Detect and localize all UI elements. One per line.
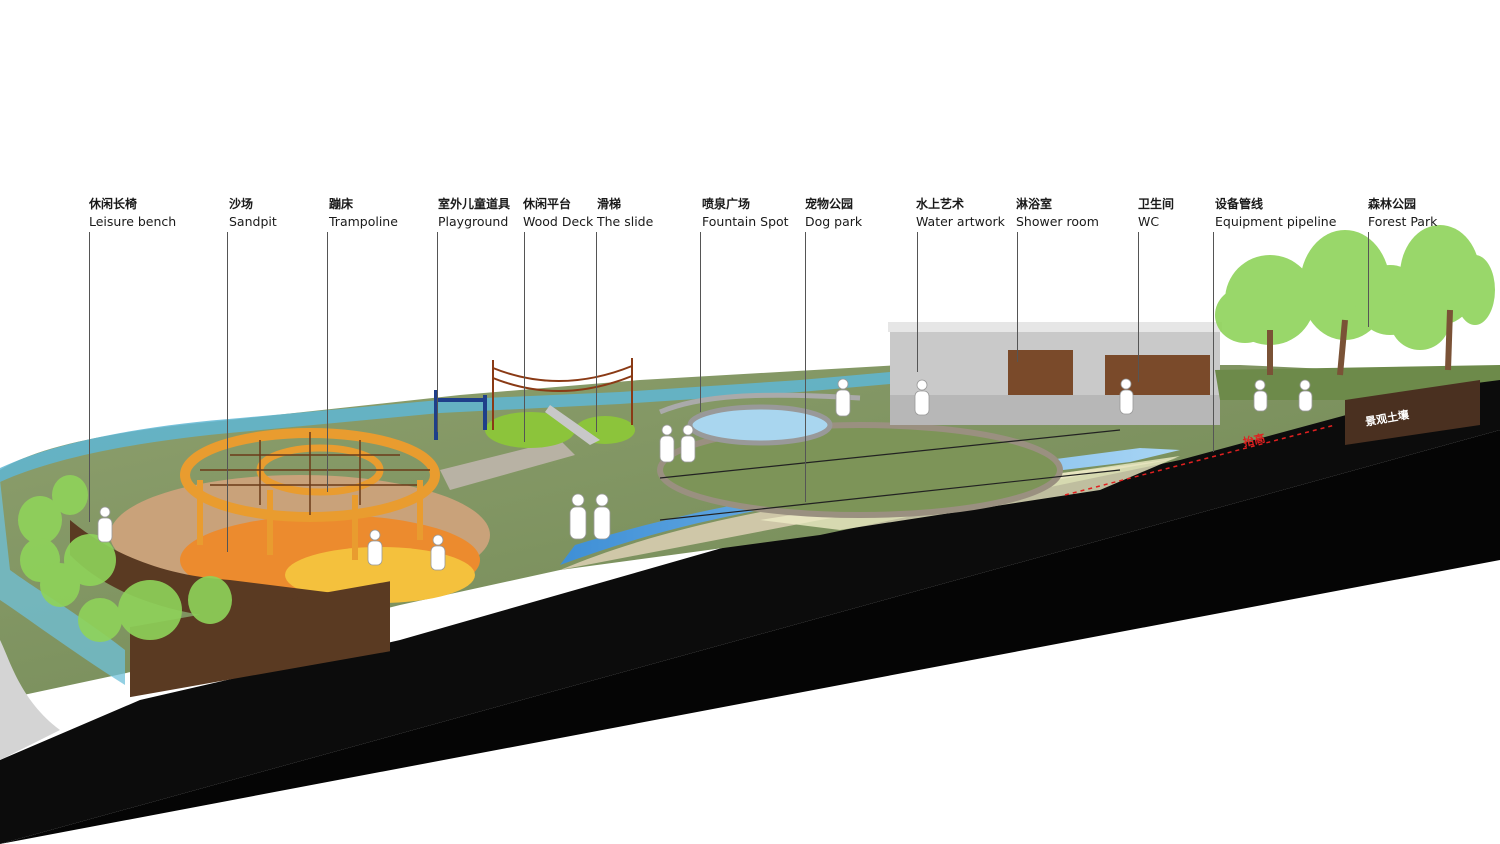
label-en: Wood Deck [523,214,594,229]
label-en: Forest Park [1368,214,1438,229]
label-trampoline: 蹦床 Trampoline [329,196,398,230]
dog-park-fence [659,429,1121,521]
label-zh: 沙场 [229,197,254,211]
label-en: Playground [438,214,509,229]
label-zh: 休闲长椅 [89,197,138,211]
fountain-curve-wall [659,392,861,415]
label-en: Water artwork [916,214,1005,229]
label-equipment-pipeline: 设备管线 Equipment pipeline [1215,196,1336,230]
label-leisure-bench: 休闲长椅 Leisure bench [89,196,176,230]
label-slide: 滑梯 The slide [597,196,653,230]
label-shower-room: 淋浴室 Shower room [1016,196,1099,230]
label-zh: 森林公园 [1368,197,1417,211]
leader-line-trampoline [327,232,328,492]
label-zh: 淋浴室 [1016,197,1053,211]
label-en: Trampoline [329,214,398,229]
glass-railing [0,372,890,482]
label-zh: 滑梯 [597,197,622,211]
leader-line-forest [1368,232,1369,327]
label-forest-park: 森林公园 Forest Park [1368,196,1437,230]
leader-line-playground [437,232,438,432]
label-playground: 室外儿童道具 Playground [438,196,510,230]
label-en: Sandpit [229,214,277,229]
leader-line-wood-deck [524,232,525,442]
net-structure [200,432,430,515]
label-zh: 喷泉广场 [702,197,751,211]
shrubs-left [18,475,232,642]
leader-line-leisure-bench [89,232,90,522]
leader-line-water-artwork [917,232,918,372]
forest-trees [1215,225,1495,350]
label-zh: 卫生间 [1138,197,1175,211]
leader-line-pipeline [1213,232,1214,452]
label-zh: 宠物公园 [805,197,854,211]
fountain-pool [687,404,833,446]
label-en: Fountain Spot [702,214,789,229]
label-fountain-spot: 喷泉广场 Fountain Spot [702,196,789,230]
yellow-play-surface [285,547,475,603]
tree-trunks [1267,309,1453,376]
label-wood-deck: 休闲平台 Wood Deck [523,196,593,230]
leader-line-shower [1017,232,1018,362]
timber-planter [130,581,390,698]
leader-line-wc [1138,232,1139,382]
ground-section-base-lower [0,372,1500,844]
label-en: The slide [597,214,654,229]
people-figures [97,378,1313,571]
label-en: WC [1138,214,1160,229]
building-terrace [890,395,1220,425]
label-zh: 水上艺术 [916,197,965,211]
label-zh: 休闲平台 [523,197,572,211]
label-water-artwork: 水上艺术 Water artwork [916,196,1005,230]
support-posts [197,480,423,560]
rope-bridge [492,358,633,430]
leader-line-fountain [700,232,701,412]
label-zh: 设备管线 [1215,197,1264,211]
forest-platform [1215,365,1500,400]
label-en: Equipment pipeline [1215,214,1337,229]
building-roof [888,322,1222,332]
slide [545,405,600,445]
raised-level-line [1064,424,1336,496]
label-dog-park: 宠物公园 Dog park [805,196,862,230]
label-zh: 蹦床 [329,197,354,211]
label-en: Leisure bench [89,214,177,229]
sidewalk-left [0,640,60,760]
leader-line-sandpit [227,232,228,552]
label-sandpit: 沙场 Sandpit [229,196,277,230]
leader-line-slide [596,232,597,432]
label-en: Shower room [1016,214,1099,229]
ground-section-base [0,370,1500,844]
label-wc: 卫生间 WC [1138,196,1174,230]
wood-deck-platform [440,440,575,490]
label-zh: 室外儿童道具 [438,197,511,211]
landscape-soil-section [1345,380,1480,445]
leader-line-dog-park [805,232,806,502]
dog-park-area [657,422,1063,518]
label-en: Dog park [805,214,863,229]
playground-frame [434,390,487,440]
blue-water-path [560,448,1180,565]
green-mound [485,412,575,448]
